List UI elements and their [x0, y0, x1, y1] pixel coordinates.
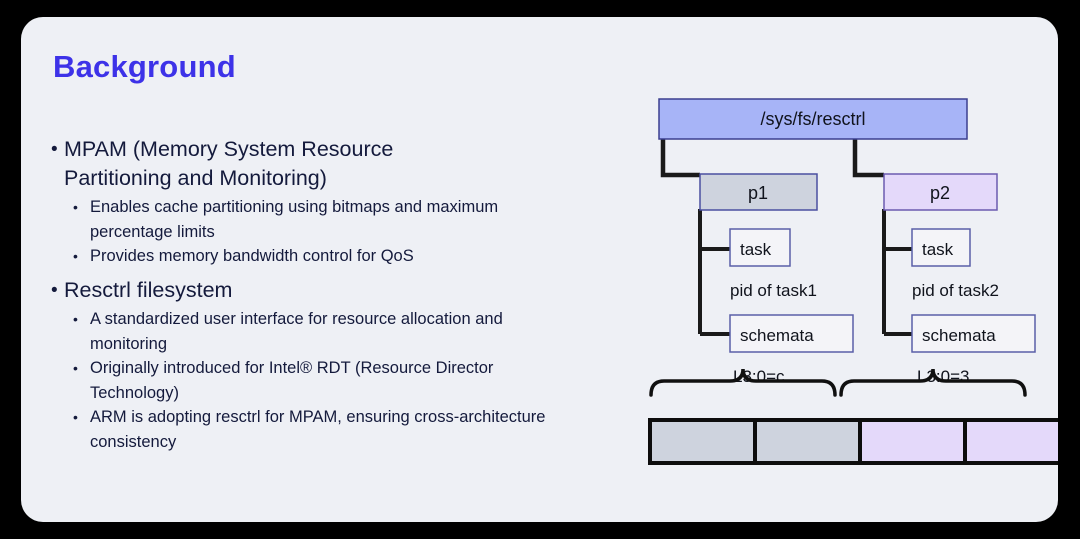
bullet-text: Provides memory bandwidth control for Qo… — [90, 247, 414, 265]
bullet-marker: • — [51, 280, 58, 301]
node-p2-schemata-label: schemata — [922, 326, 996, 345]
bullet-level1: • Resctrl filesystem — [51, 276, 611, 305]
node-p2-task-caption: pid of task2 — [912, 281, 999, 300]
cache-bitmap-bar — [648, 418, 1058, 465]
bullet-marker: • — [73, 248, 78, 264]
slide-card: Background • MPAM (Memory System Resourc… — [21, 17, 1058, 522]
bullet-level2: • ARM is adopting resctrl for MPAM, ensu… — [73, 405, 611, 454]
node-p1-task-label: task — [740, 240, 772, 259]
node-p2-label: p2 — [930, 183, 950, 203]
bullet-marker: • — [73, 360, 78, 376]
bullet-text: A standardized user interface for resour… — [90, 310, 503, 353]
node-root-box[interactable] — [658, 98, 968, 140]
bullet-level2: • A standardized user interface for reso… — [73, 307, 611, 356]
page-title: Background — [53, 49, 236, 84]
bullet-marker: • — [73, 311, 78, 327]
bitmap-cell[interactable] — [858, 418, 967, 465]
connector-root-p2 — [852, 139, 884, 178]
bullet-list: • MPAM (Memory System Resource Partition… — [51, 135, 611, 461]
node-p2-task-label: task — [922, 240, 954, 259]
bullet-text: Originally introduced for Intel® RDT (Re… — [90, 359, 494, 402]
bullet-text: MPAM (Memory System Resource Partitionin… — [64, 137, 394, 190]
bullet-level2: • Originally introduced for Intel® RDT (… — [73, 356, 611, 405]
node-p1-task-box[interactable] — [729, 228, 791, 267]
bullet-level1: • MPAM (Memory System Resource Partition… — [51, 135, 611, 193]
resctrl-tree-diagram: /sys/fs/resctrl p1 p2 task pid of task1 … — [617, 17, 1058, 522]
bitmap-cell[interactable] — [753, 418, 862, 465]
bullet-marker: • — [73, 199, 78, 215]
bullet-group: • Resctrl filesystem • A standardized us… — [51, 276, 611, 454]
bullet-text: Enables cache partitioning using bitmaps… — [90, 198, 499, 241]
bullet-group: • MPAM (Memory System Resource Partition… — [51, 135, 611, 269]
node-p1-label: p1 — [748, 183, 768, 203]
node-p1-schemata-box[interactable] — [729, 314, 854, 353]
node-root-label: /sys/fs/resctrl — [760, 109, 865, 129]
bullet-marker: • — [51, 139, 58, 160]
content-column: Background • MPAM (Memory System Resourc… — [37, 31, 617, 511]
node-p2-task-box[interactable] — [911, 228, 971, 267]
brace-p2 — [839, 368, 1027, 397]
node-p2-schemata-caption: L3:0=3 — [917, 367, 969, 386]
node-p2-box[interactable] — [883, 173, 998, 211]
bullet-marker: • — [73, 409, 78, 425]
bullet-level2: • Enables cache partitioning using bitma… — [73, 195, 611, 244]
node-p1-schemata-label: schemata — [740, 326, 814, 345]
bitmap-cell[interactable] — [963, 418, 1058, 465]
bitmap-cell[interactable] — [648, 418, 757, 465]
bullet-text: Resctrl filesystem — [64, 278, 233, 302]
bullet-level2: • Provides memory bandwidth control for … — [73, 244, 611, 269]
node-p1-box[interactable] — [699, 173, 818, 211]
bullet-text: ARM is adopting resctrl for MPAM, ensuri… — [90, 408, 546, 451]
node-p2-schemata-box[interactable] — [911, 314, 1036, 353]
brace-p1 — [649, 368, 837, 397]
connector-root-p1 — [660, 139, 700, 178]
node-p1-task-caption: pid of task1 — [730, 281, 817, 300]
